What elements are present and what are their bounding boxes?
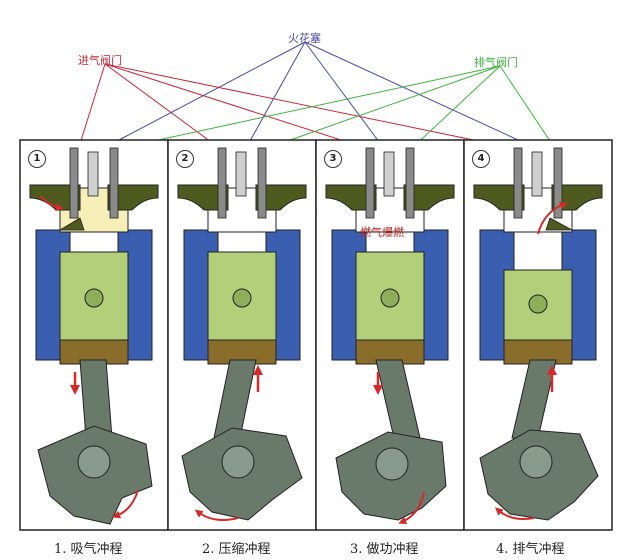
spark-plug-label: 火花塞	[288, 32, 321, 45]
combustion-label: 燃气爆燃	[360, 226, 404, 239]
exhaust-valve-leader-lines	[111, 65, 557, 151]
stroke-caption-3: 3. 做功冲程	[350, 542, 419, 557]
stroke-number-3: 3	[324, 150, 342, 168]
stroke-caption-4: 4. 排气冲程	[496, 542, 565, 557]
stroke-panel-2	[167, 139, 317, 531]
stroke-number-1: 1	[28, 150, 46, 168]
intake-valve-label: 进气阀门	[78, 54, 122, 67]
stroke-number-4: 4	[472, 150, 490, 168]
spark-plug-leader-lines	[99, 41, 541, 151]
stroke-number-2: 2	[176, 150, 194, 168]
stroke-panel-3	[315, 139, 465, 531]
stroke-panel-1	[19, 139, 169, 531]
exhaust-valve-label: 排气阀门	[474, 56, 518, 69]
stroke-caption-2: 2. 压缩冲程	[202, 542, 271, 557]
stroke-caption-1: 1. 吸气冲程	[54, 542, 123, 557]
intake-valve-leader-lines	[77, 63, 523, 151]
stroke-panel-4	[463, 139, 613, 531]
